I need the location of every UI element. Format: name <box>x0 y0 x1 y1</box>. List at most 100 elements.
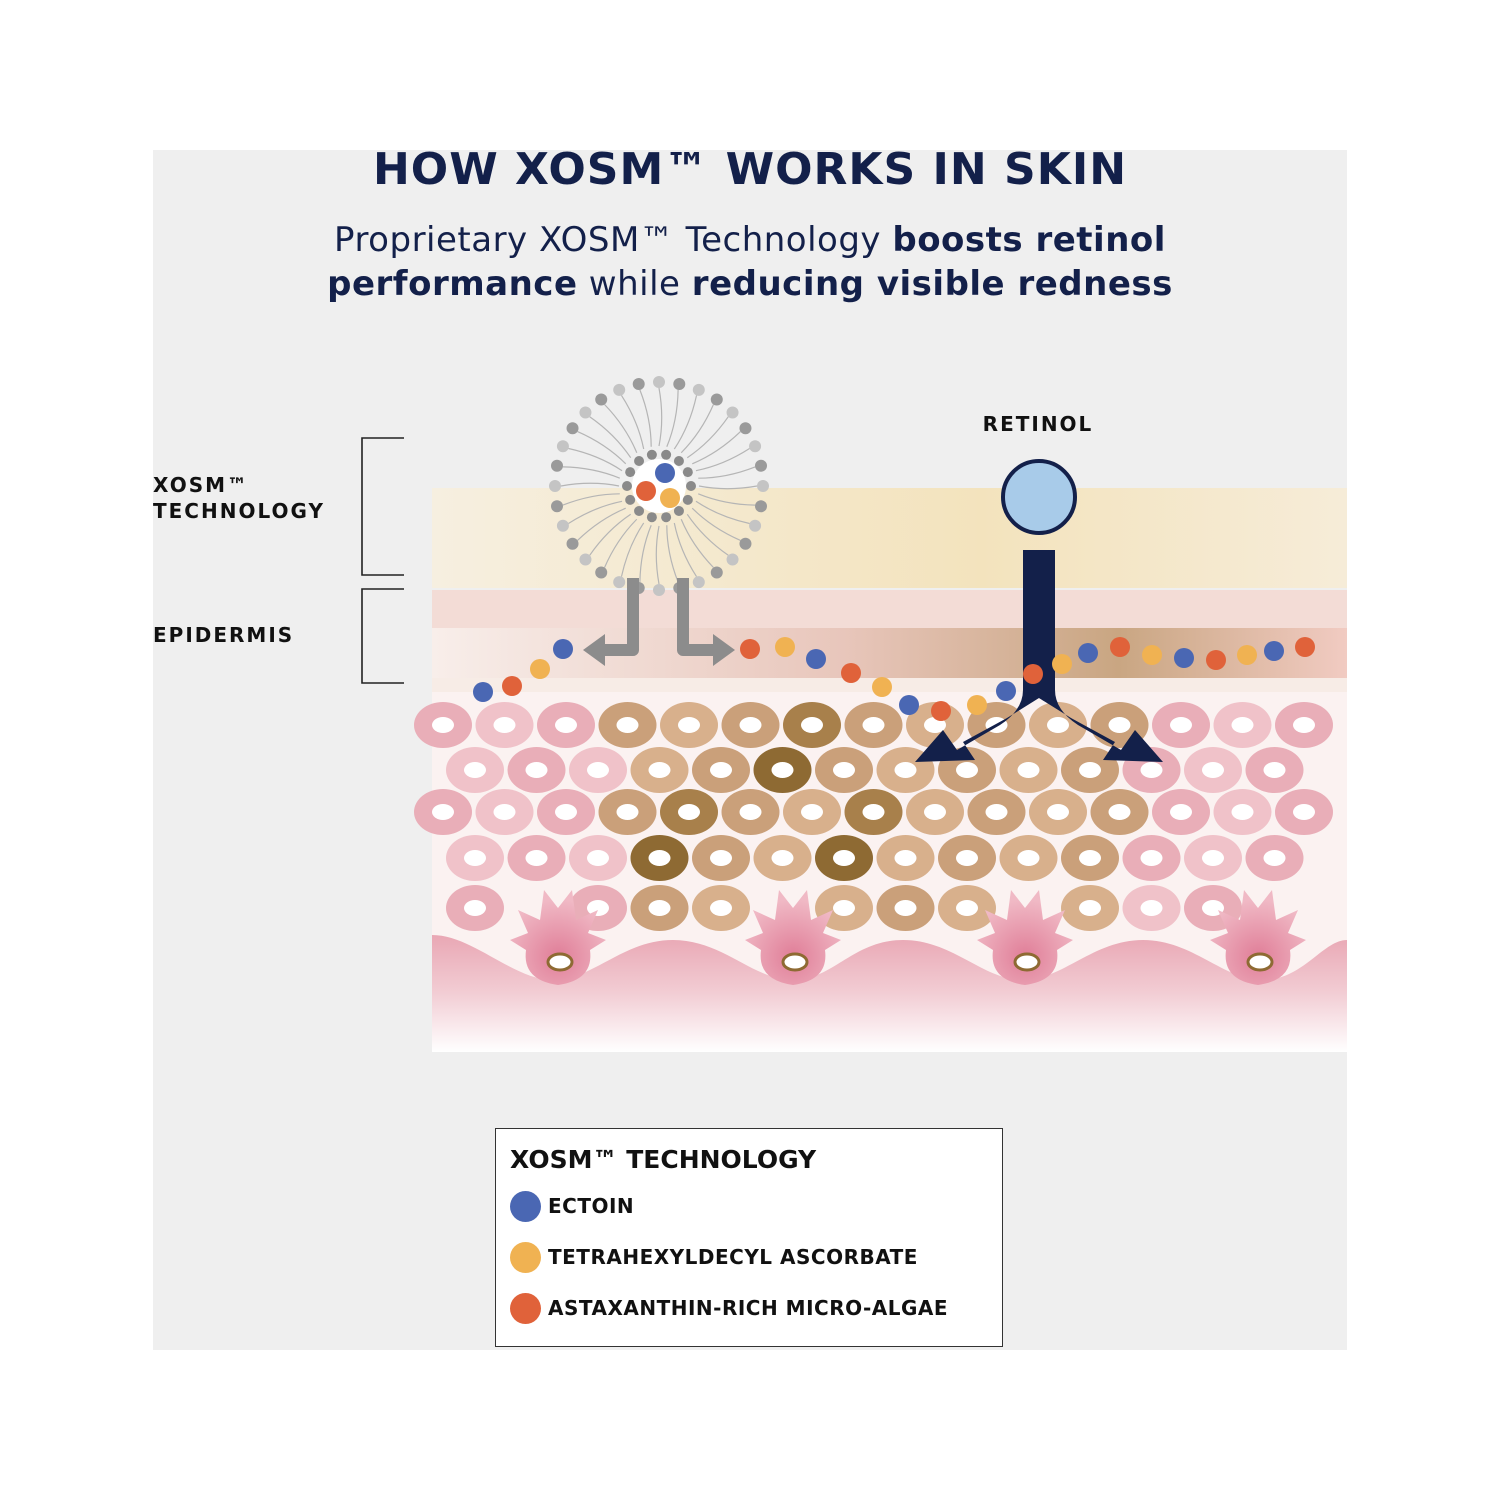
cell-nucleus <box>1108 804 1131 820</box>
ingredient-dot <box>1142 645 1162 665</box>
cell-nucleus <box>1140 762 1163 778</box>
retinol-molecule-icon <box>1001 459 1077 535</box>
cell-nucleus <box>710 850 732 866</box>
ingredient-dots <box>473 637 1315 721</box>
orange-dot-icon <box>510 1293 541 1324</box>
cell-nucleus <box>587 762 609 778</box>
cell-nucleus <box>894 900 917 916</box>
xosm-label-line1: XOSM™ <box>153 473 250 497</box>
cell-nucleus <box>678 717 700 733</box>
stratum-layer <box>432 488 1347 588</box>
cell-nucleus <box>1202 762 1224 778</box>
cell-nucleus <box>985 804 1008 820</box>
cell-nucleus <box>1202 900 1224 916</box>
ingredient-dot <box>1237 645 1257 665</box>
cell-nucleus <box>555 804 577 820</box>
cell-nucleus <box>862 717 885 733</box>
epidermis-label: EPIDERMIS <box>153 623 295 647</box>
subtitle-bold-3: reducing visible redness <box>691 264 1173 304</box>
papilla-icon <box>977 890 1073 985</box>
cell-nucleus <box>894 762 917 778</box>
subtitle-text-2: while <box>577 264 692 304</box>
ingredient-dot <box>473 682 493 702</box>
skin-diagram <box>361 376 1347 1052</box>
cell-nucleus <box>464 900 486 916</box>
cell-nucleus <box>648 850 671 866</box>
cell-nucleus <box>525 762 548 778</box>
cell-nucleus <box>525 850 548 866</box>
legend: XOSM™ TECHNOLOGY ECTOIN TETRAHEXYLDECYL … <box>495 1128 1003 1347</box>
cell-nucleus <box>1263 850 1286 866</box>
cell-nucleus <box>432 804 454 820</box>
release-arrows <box>598 578 718 656</box>
retinol-label: RETINOL <box>982 412 1094 436</box>
cell-nucleus <box>710 900 732 916</box>
cell-nucleus <box>801 717 823 733</box>
epidermis-band-1 <box>432 590 1347 628</box>
page-title: HOW XOSM™ WORKS IN SKIN <box>372 150 1128 195</box>
cell-nucleus <box>956 900 978 916</box>
legend-title: XOSM™ TECHNOLOGY <box>510 1145 817 1174</box>
cell-nucleus <box>464 762 486 778</box>
ingredient-dot <box>1264 641 1284 661</box>
cell-nucleus <box>1047 717 1069 733</box>
xosm-label-line2: TECHNOLOGY <box>153 499 325 523</box>
cell-nucleus <box>833 762 855 778</box>
epidermis-band-2 <box>432 628 1347 678</box>
cell-nucleus <box>1140 850 1163 866</box>
cell-nucleus <box>678 804 700 820</box>
ingredient-dot <box>1078 643 1098 663</box>
right-arrowhead-icon <box>713 634 735 666</box>
ingredient-dot <box>806 649 826 669</box>
cell-nucleus <box>1231 717 1254 733</box>
legend-item-label: ECTOIN <box>548 1194 635 1218</box>
xosm-bracket <box>361 437 404 576</box>
ingredient-dot <box>899 695 919 715</box>
ingredient-dot <box>931 701 951 721</box>
cell-nucleus <box>956 762 978 778</box>
left-arrowhead-icon <box>583 634 605 666</box>
ingredient-dot <box>502 676 522 696</box>
ingredient-dot <box>967 695 987 715</box>
cell-nucleus <box>616 717 639 733</box>
cell-nucleus <box>493 717 516 733</box>
legend-item-label: TETRAHEXYLDECYL ASCORBATE <box>548 1245 918 1269</box>
cell-nucleus <box>710 762 732 778</box>
cell-nucleus <box>924 804 946 820</box>
subtitle: Proprietary XOSM™ Technology boosts reti… <box>153 218 1347 306</box>
cell-nucleus <box>1202 850 1224 866</box>
subtitle-bold-1: boosts retinol <box>892 220 1166 260</box>
cell-nucleus <box>801 804 823 820</box>
yellow-dot-icon <box>510 1242 541 1273</box>
cell-nucleus <box>1170 717 1192 733</box>
cell-nucleus <box>1170 804 1192 820</box>
cell-nucleus <box>432 717 454 733</box>
skin-cells <box>414 702 1333 931</box>
cell-nucleus <box>739 717 762 733</box>
cell-nucleus <box>587 900 609 916</box>
cell-nucleus <box>493 804 516 820</box>
blue-dot-icon <box>510 1191 541 1222</box>
ingredient-dot <box>775 637 795 657</box>
cell-nucleus <box>771 762 794 778</box>
cell-nucleus <box>1017 850 1040 866</box>
subtitle-bold-2: performance <box>327 264 578 304</box>
ingredient-dot <box>872 677 892 697</box>
ingredient-dot <box>1023 664 1043 684</box>
ingredient-dot <box>1295 637 1315 657</box>
xosm-liposome-icon <box>549 376 769 596</box>
ingredient-dot <box>530 659 550 679</box>
cell-nucleus <box>924 717 946 733</box>
left-release-arrow-icon <box>598 578 639 656</box>
papilla-icon <box>745 890 841 985</box>
xosm-technology-label: XOSM™ TECHNOLOGY <box>153 472 325 524</box>
epidermis-bracket <box>361 588 404 684</box>
cell-nucleus <box>555 717 577 733</box>
cell-nucleus <box>833 900 855 916</box>
cell-nucleus <box>894 850 917 866</box>
ingredient-dot <box>1052 654 1072 674</box>
papilla-icon <box>1210 890 1306 985</box>
cell-nucleus <box>1140 900 1163 916</box>
cell-nucleus <box>648 900 671 916</box>
ingredient-dot <box>1110 637 1130 657</box>
